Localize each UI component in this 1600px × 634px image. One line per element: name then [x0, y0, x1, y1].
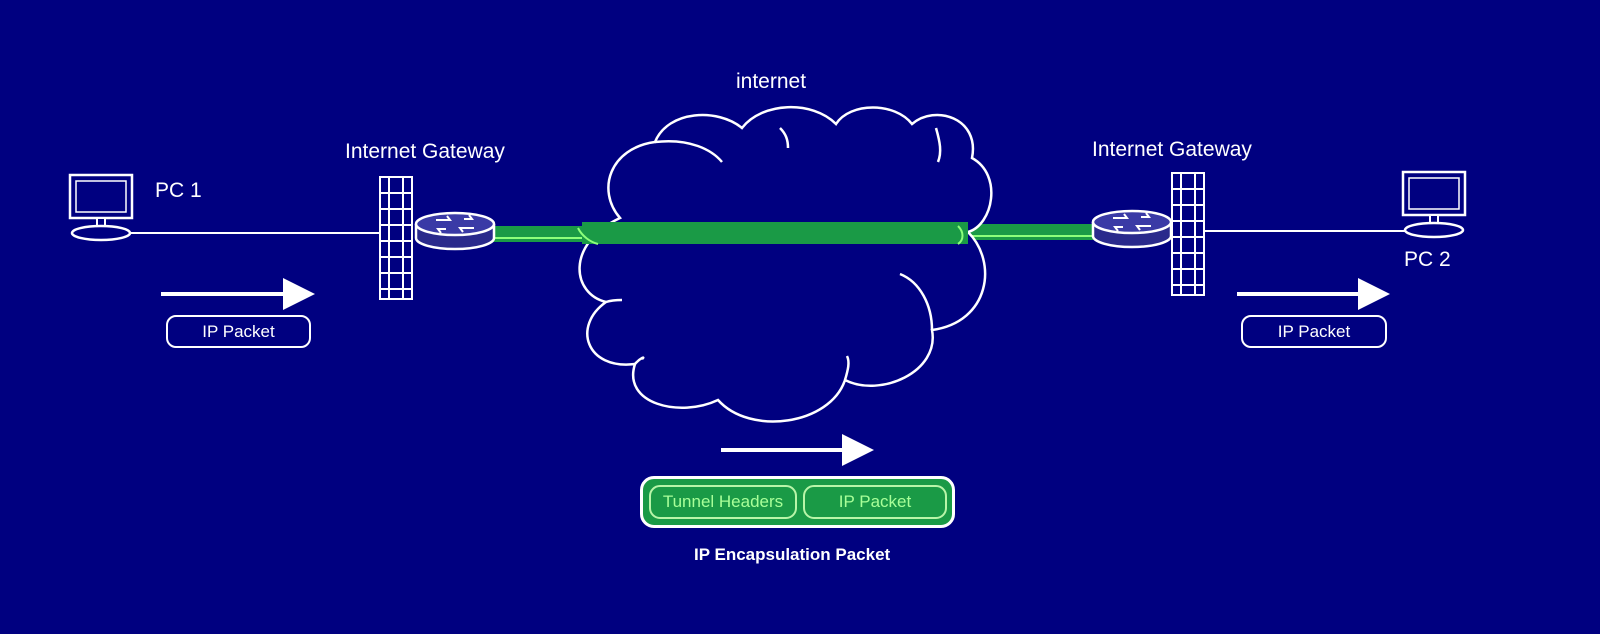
right-firewall-icon — [1171, 172, 1205, 296]
cloud-curl — [899, 272, 934, 331]
tunnel-headers-segment: Tunnel Headers — [649, 485, 797, 519]
right-gateway-label: Internet Gateway — [1092, 138, 1252, 161]
encapsulated-ip-packet-segment: IP Packet — [803, 485, 947, 519]
encapsulation-caption: IP Encapsulation Packet — [694, 545, 891, 564]
pc1-monitor-icon — [68, 173, 134, 242]
internet-label: internet — [736, 70, 807, 93]
cloud-curl — [779, 127, 790, 149]
cloud-curl — [634, 356, 645, 365]
pc2-label: PC 2 — [1404, 248, 1451, 271]
pc2-monitor-icon — [1401, 170, 1467, 239]
right-ip-packet-label: IP Packet — [1277, 321, 1351, 341]
left-gateway-label: Internet Gateway — [345, 140, 505, 163]
tunnel-headers-label: Tunnel Headers — [662, 492, 784, 511]
left-ip-packet-label: IP Packet — [202, 321, 275, 341]
internet-cloud-icon — [578, 105, 993, 423]
cloud-curl — [843, 355, 850, 381]
pc1-label: PC 1 — [155, 179, 202, 202]
cloud-curl — [934, 127, 942, 163]
left-ip-packet: IP Packet — [166, 315, 311, 348]
left-firewall-icon — [379, 176, 413, 300]
tunnel-right-segment — [968, 224, 1093, 240]
right-router-icon — [1091, 209, 1173, 249]
right-ip-packet: IP Packet — [1241, 315, 1387, 348]
left-router-icon — [414, 211, 496, 251]
tunnel-highlight — [577, 227, 599, 245]
tunnel-highlight — [957, 225, 964, 245]
tunnel-left-segment — [490, 226, 582, 242]
cloud-curl — [605, 298, 623, 304]
encapsulated-ip-packet-label: IP Packet — [838, 492, 912, 511]
encapsulation-packet: Tunnel Headers IP Packet — [640, 476, 955, 528]
tunnel-cloud-segment — [582, 222, 968, 244]
cloud-curl — [654, 139, 723, 163]
